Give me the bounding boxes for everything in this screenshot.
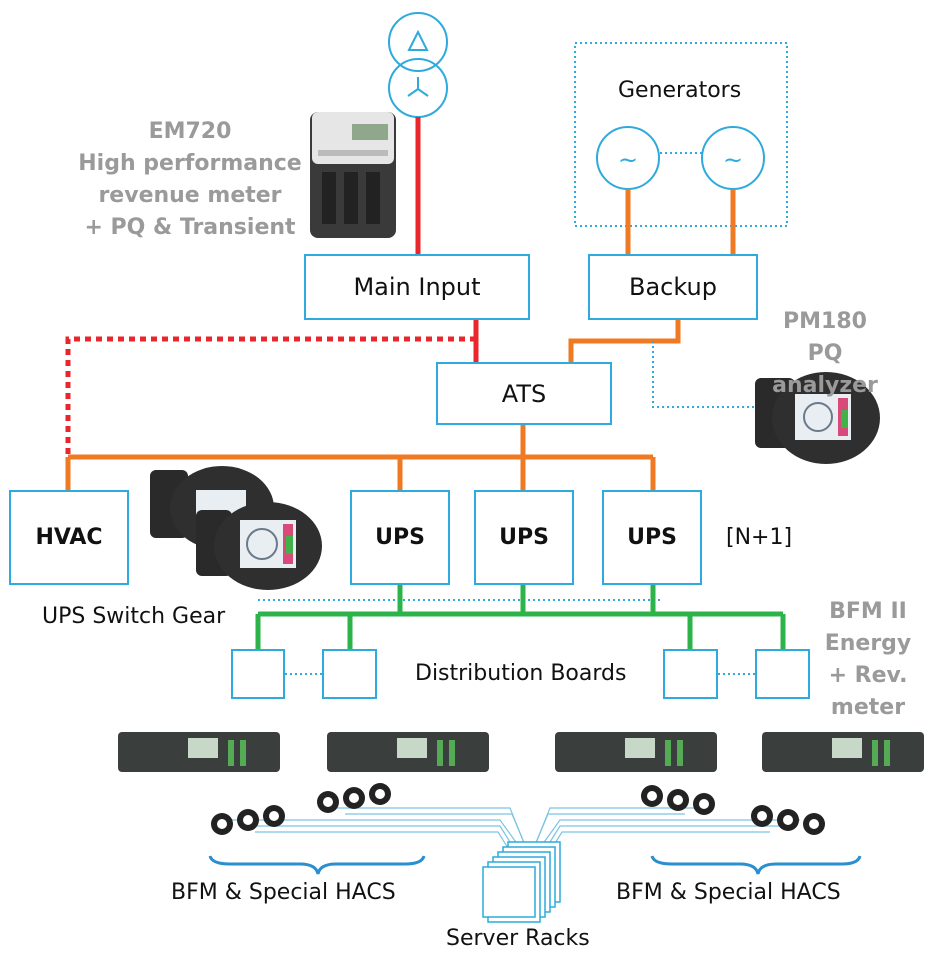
- ats-box: ATS: [436, 362, 612, 425]
- ups-switch-gear-label: UPS Switch Gear: [42, 604, 226, 629]
- pm180-line-1: PM180: [783, 309, 867, 334]
- bfm2-line-2: Energy: [824, 631, 912, 656]
- bfm2-line-4: meter: [830, 695, 906, 720]
- bfm-left-label: BFM & Special HACS: [171, 880, 396, 905]
- backup-to-ats-line: [568, 319, 681, 362]
- pm180-caption: PM180 PQ analyzer: [760, 306, 890, 402]
- generators-enclosure: [574, 42, 788, 227]
- ups-box-3: UPS: [602, 490, 702, 585]
- redundancy-label: [N+1]: [726, 525, 793, 550]
- em720-line-3: revenue meter: [98, 183, 282, 208]
- bfm2-module-2-image: [327, 732, 489, 772]
- bfm2-line-3: + Rev.: [828, 663, 908, 688]
- main-input-box: Main Input: [304, 254, 530, 320]
- bfm2-module-3-image: [555, 732, 717, 772]
- current-sensors-left: [211, 783, 391, 835]
- em720-caption: EM720 High performance revenue meter + P…: [70, 116, 310, 244]
- pm180-link-dotted: [652, 341, 760, 408]
- bfm2-caption: BFM II Energy + Rev. meter: [818, 596, 918, 724]
- em720-line-1: EM720: [148, 119, 232, 144]
- ups-box-2: UPS: [474, 490, 574, 585]
- generator-1-icon: ~: [596, 126, 660, 190]
- generators-label: Generators: [618, 78, 742, 103]
- hvac-box: HVAC: [9, 490, 129, 585]
- distribution-board-2: [322, 649, 377, 699]
- distribution-board-4: [755, 649, 810, 699]
- bfm-right-label: BFM & Special HACS: [616, 880, 841, 905]
- bfm2-line-1: BFM II: [829, 599, 907, 624]
- em720-line-4: + PQ & Transient: [84, 215, 296, 240]
- pm180-line-2: PQ analyzer: [772, 341, 878, 398]
- backup-box: Backup: [588, 254, 758, 320]
- em720-meter-image: [310, 112, 396, 238]
- bfm2-module-4-image: [762, 732, 924, 772]
- generator-2-icon: ~: [701, 126, 765, 190]
- ups-switchgear-analyzers-image: [150, 466, 322, 590]
- svg-text:~: ~: [618, 146, 638, 174]
- server-racks-icon: [482, 841, 561, 923]
- svg-text:~: ~: [723, 146, 743, 174]
- brace-right: [650, 855, 862, 875]
- ups-box-1: UPS: [350, 490, 450, 585]
- brace-left: [208, 855, 426, 875]
- em720-line-2: High performance: [78, 151, 302, 176]
- server-racks-label: Server Racks: [446, 926, 590, 951]
- transformer-icon: [388, 12, 448, 118]
- current-sensors-right: [641, 785, 825, 835]
- pm180-analyzer-image: [755, 372, 880, 464]
- distribution-boards-label: Distribution Boards: [415, 661, 627, 686]
- distribution-board-1: [231, 649, 285, 699]
- distribution-board-3: [663, 649, 718, 699]
- bfm2-module-1-image: [118, 732, 280, 772]
- hvac-bypass-dotted-line: [65, 336, 476, 457]
